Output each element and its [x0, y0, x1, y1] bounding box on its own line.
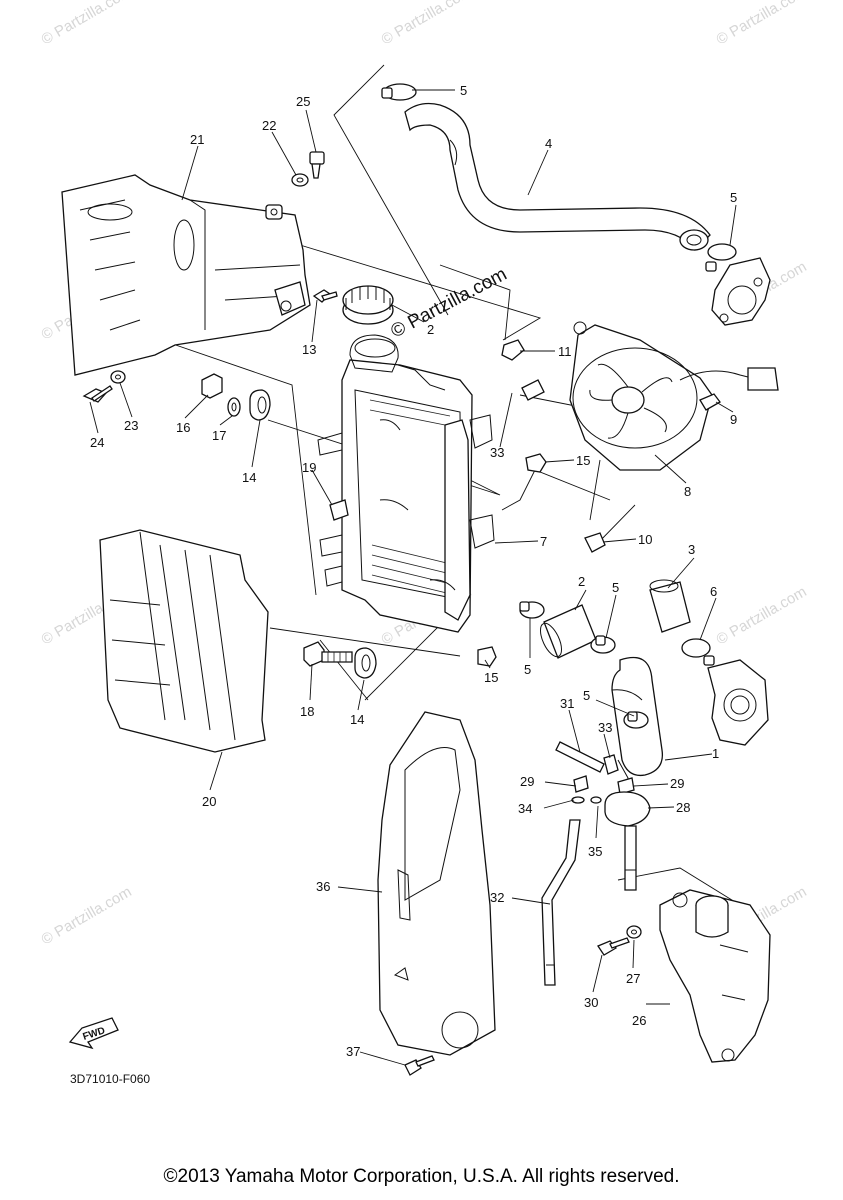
callout-23: 23 — [124, 418, 138, 433]
clip-10 — [584, 532, 606, 553]
callout-15: 15 — [484, 670, 498, 685]
overflow-tube-32 — [541, 819, 581, 986]
radiator-cover-bracket — [61, 174, 311, 376]
callout-32: 32 — [490, 890, 504, 905]
callout-25: 25 — [296, 94, 310, 109]
callout-5: 5 — [524, 662, 531, 677]
grommet-15-upper — [525, 453, 547, 473]
radiator-hose-2 — [539, 604, 597, 659]
callout-16: 16 — [176, 420, 190, 435]
o-ring-35 — [590, 796, 602, 804]
copyright-notice: ©2013 Yamaha Motor Corporation, U.S.A. A… — [163, 1166, 680, 1187]
callout-14: 14 — [242, 470, 256, 485]
callout-37: 37 — [346, 1044, 360, 1059]
callout-34: 34 — [518, 801, 532, 816]
bolt-18 — [303, 641, 353, 667]
callout-5: 5 — [583, 688, 590, 703]
radiator-cap — [342, 285, 394, 325]
hose-clamp-5-low — [623, 711, 649, 729]
callout-13: 13 — [302, 342, 316, 357]
callout-35: 35 — [588, 844, 602, 859]
washer-27 — [626, 925, 642, 939]
watermark-text: © Partzilla.com — [714, 583, 810, 648]
callout-20: 20 — [202, 794, 216, 809]
fwd-arrow-icon: FWD — [68, 1017, 119, 1050]
callout-15: 15 — [576, 453, 590, 468]
callout-17: 17 — [212, 428, 226, 443]
callout-29: 29 — [670, 776, 684, 791]
water-pump-housing — [707, 659, 769, 746]
callout-31: 31 — [560, 696, 574, 711]
clip-29-left — [573, 775, 589, 793]
bracket-19 — [329, 499, 349, 521]
callout-19: 19 — [302, 460, 316, 475]
callout-10: 10 — [638, 532, 652, 547]
reservoir-cap-28 — [604, 791, 651, 891]
radiator-hose-3 — [649, 579, 691, 633]
radiator-shroud-20 — [99, 529, 269, 753]
callout-7: 7 — [540, 534, 547, 549]
callout-22: 22 — [262, 118, 276, 133]
callout-4: 4 — [545, 136, 552, 151]
diagram-code: 3D71010-F060 — [70, 1072, 151, 1086]
callout-3: 3 — [688, 542, 695, 557]
callout-1: 1 — [712, 746, 719, 761]
cooling-fan — [569, 321, 779, 471]
hose-clamp-5-left — [519, 601, 545, 619]
callout-33: 33 — [490, 445, 504, 460]
callout-5: 5 — [460, 83, 467, 98]
o-ring-34 — [571, 796, 585, 804]
watermark-text: © Partzilla.com — [39, 0, 135, 48]
bolt-nut-22-25 — [265, 151, 325, 220]
hose-clamp-6 — [681, 638, 715, 666]
grommet-15-lower — [477, 646, 497, 667]
watermark-text: © Partzilla.com — [714, 0, 810, 48]
bolt-30 — [597, 937, 630, 956]
callout-11: 11 — [558, 344, 572, 359]
callout-8: 8 — [684, 484, 691, 499]
radiator-parts-diagram: © Partzilla.com © Partzilla.com © Partzi… — [39, 0, 810, 1076]
watermark-text: © Partzilla.com — [39, 883, 135, 948]
upper-radiator-hose — [404, 102, 711, 251]
callout-2: 2 — [578, 574, 585, 589]
clip-29-right — [617, 777, 635, 795]
callout-36: 36 — [316, 879, 330, 894]
hose-clamp-5-top — [381, 83, 417, 101]
callout-33: 33 — [598, 720, 612, 735]
callout-30: 30 — [584, 995, 598, 1010]
callout-14: 14 — [350, 712, 364, 727]
callout-27: 27 — [626, 971, 640, 986]
damper-14-lower — [354, 647, 377, 679]
screw-37 — [404, 1055, 435, 1076]
callout-26: 26 — [632, 1013, 646, 1028]
callout-28: 28 — [676, 800, 690, 815]
callout-2: 2 — [427, 322, 434, 337]
callout-18: 18 — [300, 704, 314, 719]
breather-hose-33-upper — [521, 379, 545, 401]
callout-6: 6 — [710, 584, 717, 599]
bolt-washer-23-24 — [82, 370, 126, 403]
bolt-13 — [312, 289, 338, 303]
callout-5: 5 — [612, 580, 619, 595]
hose-clamp-5-mid — [590, 635, 616, 654]
callout-labels: 5 4 5 21 22 25 13 2 11 9 8 15 33 7 10 19… — [90, 83, 737, 1059]
callout-29: 29 — [520, 774, 534, 789]
callout-9: 9 — [730, 412, 737, 427]
callout-5: 5 — [730, 190, 737, 205]
radiator-core — [317, 334, 495, 633]
callout-24: 24 — [90, 435, 104, 450]
callout-21: 21 — [190, 132, 204, 147]
collar-damper-set-upper — [201, 373, 271, 421]
side-cover-36 — [377, 711, 496, 1056]
thermostat-housing — [711, 257, 771, 326]
coolant-reservoir-26 — [659, 889, 771, 1063]
hose-clamp-5-upper-right — [705, 243, 737, 272]
watermark-text: © Partzilla.com — [379, 0, 475, 48]
leader-lines — [89, 89, 737, 1066]
breather-hose-31 — [555, 741, 605, 773]
clip-11 — [501, 339, 525, 361]
